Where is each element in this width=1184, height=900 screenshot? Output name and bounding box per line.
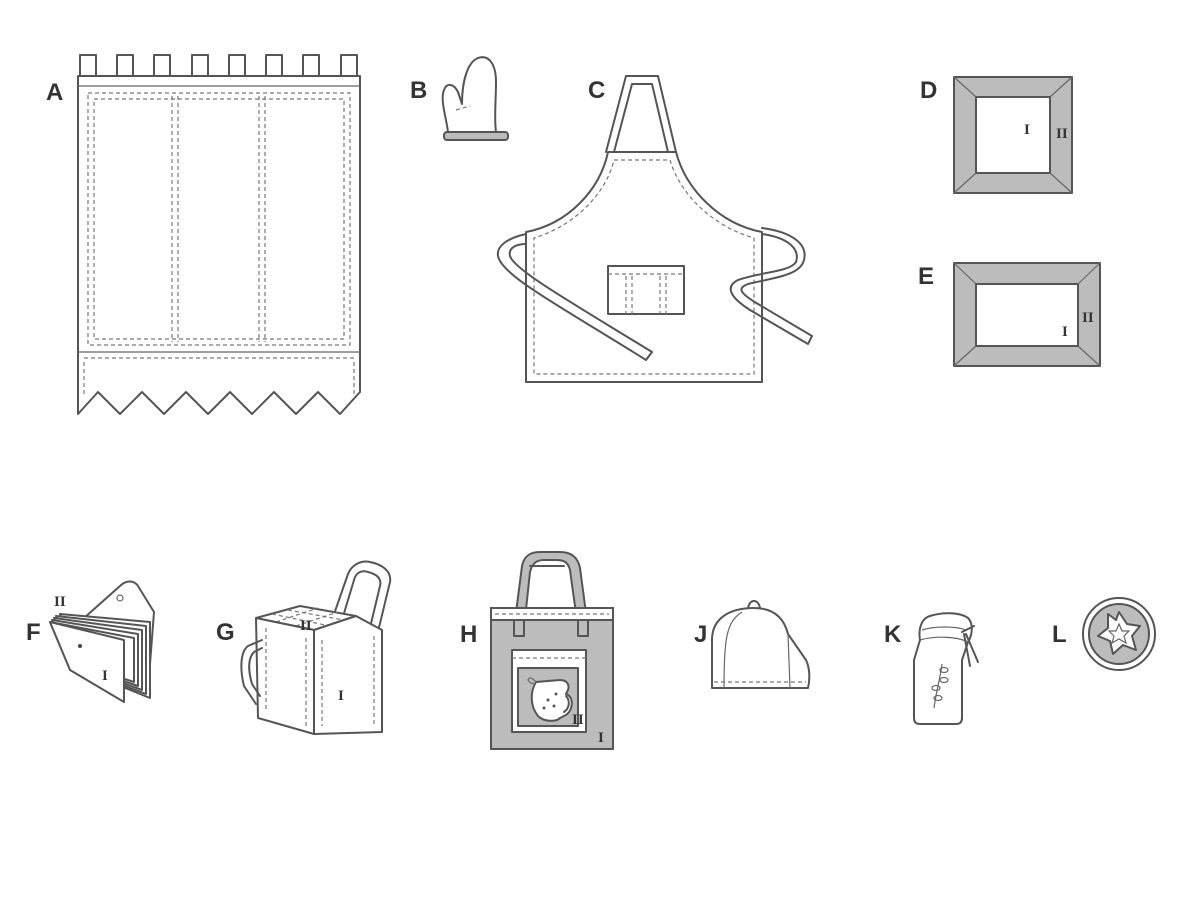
figure-f-accordion-file: F II I [26, 580, 155, 703]
carrier-front [255, 617, 315, 735]
carrier-side-strap [240, 639, 263, 705]
label-h: H [460, 621, 477, 648]
mark-d-outer: II [1056, 126, 1068, 142]
bottle-bag-body [913, 612, 973, 725]
cosy-body [711, 607, 811, 689]
carrier-handle [331, 560, 392, 641]
carrier-side [313, 615, 383, 735]
apron-tie-right [729, 227, 813, 345]
mark-d-inner: I [1024, 122, 1030, 138]
figure-e-rect-frame: E I II [918, 262, 1101, 367]
label-c: C [588, 77, 605, 104]
mark-g-ii: II [300, 618, 312, 634]
label-b: B [410, 77, 427, 104]
figure-a-curtain: A [46, 54, 361, 415]
pitcher-icon [530, 679, 573, 722]
bottle-bag-cord [961, 625, 979, 667]
figure-h-tote-bag: H II I [460, 551, 614, 750]
mark-e-outer: II [1082, 310, 1094, 326]
apron-neck-strap [605, 75, 677, 153]
mark-f-i: I [102, 668, 108, 684]
mitt-body [441, 56, 497, 133]
figure-l-round-coaster: L [1052, 597, 1156, 671]
label-l: L [1052, 621, 1067, 648]
label-f: F [26, 619, 41, 646]
curtain-body [77, 75, 361, 415]
coaster-star [1107, 622, 1131, 645]
figure-j-tea-cosy: J [694, 600, 811, 689]
mark-h-ii: II [572, 712, 584, 728]
mark-h-i: I [598, 730, 604, 746]
label-g: G [216, 619, 235, 646]
label-a: A [46, 79, 63, 106]
label-k: K [884, 621, 902, 648]
figure-d-square-frame: D I II [920, 76, 1073, 194]
mark-g-i: I [338, 688, 344, 704]
figure-g-bottle-carrier: G II I [216, 560, 392, 735]
apron-pocket [607, 265, 685, 315]
file-front [49, 621, 125, 703]
figure-c-apron: C [496, 75, 813, 383]
figure-b-oven-mitt: B [410, 56, 509, 141]
apron-tie-left [496, 233, 653, 361]
figure-k-bottle-bag: K [884, 612, 979, 725]
curtain-tabs [79, 54, 358, 80]
label-e: E [918, 263, 934, 290]
mark-e-inner: I [1062, 324, 1068, 340]
label-d: D [920, 77, 937, 104]
coaster-flower [1097, 611, 1141, 655]
mark-f-ii: II [54, 594, 66, 610]
label-j: J [694, 621, 707, 648]
